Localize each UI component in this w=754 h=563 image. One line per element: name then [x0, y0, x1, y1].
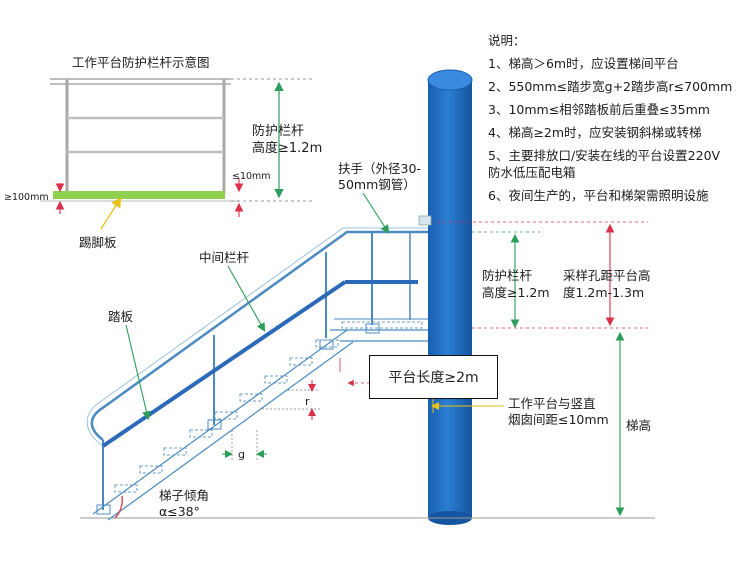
stair-treads: [114, 321, 423, 493]
stair-stringer: [92, 329, 348, 515]
angle-label-2: α≤38°: [159, 504, 200, 519]
tread-width-label: g: [238, 448, 245, 461]
inset-toe-board-label: 踢脚板: [79, 235, 117, 250]
note-line-5-cont: 防水低压配电箱: [488, 165, 576, 180]
stair-height-label: 梯高: [626, 418, 652, 433]
stair-handrail: [90, 230, 428, 441]
note-line-2: 2、550mm≤踏步宽g+2踏步高r≤700mm: [488, 79, 733, 94]
inset-guardrail-schematic: [40, 78, 312, 230]
handrail-pointer: [362, 192, 390, 234]
chimney-gap-label-2: 烟囱间距≤10mm: [508, 412, 609, 427]
chimney-gap-label: 工作平台与竖直: [508, 396, 596, 411]
inset-toe-pointer: [100, 196, 122, 230]
dimension-arrows: [114, 192, 648, 519]
tread-height-label: r: [305, 395, 310, 408]
notes-heading: 说明：: [488, 33, 526, 48]
sample-hole-label: 采样孔距平台高: [563, 268, 651, 283]
platform-length-label: 平台长度≥2m: [369, 355, 498, 399]
sample-hole-port: [418, 215, 432, 226]
inset-gap-label: ≤10mm: [232, 171, 271, 182]
mid-rail-pointer: [227, 265, 266, 332]
note-line-4: 4、梯高≥2m时，应安装钢斜梯或转梯: [488, 125, 702, 140]
tread-pointer: [125, 324, 151, 421]
handrail-label-2: 50mm钢管）: [338, 177, 416, 192]
tread-label: 踏板: [108, 309, 134, 324]
mid-rail-label: 中间栏杆: [199, 250, 250, 265]
angle-label: 梯子倾角: [159, 488, 210, 503]
inset-guardrail-label-2: 高度≥1.2m: [252, 141, 323, 156]
inset-board-height-label: ≥100mm: [4, 192, 49, 203]
note-line-3: 3、10mm≤相邻踏板前后重叠≤35mm: [488, 102, 710, 117]
note-line-6: 6、夜间生产的，平台和梯架需照明设施: [488, 188, 709, 203]
inset-title: 工作平台防护栏杆示意图: [72, 55, 210, 70]
note-line-5: 5、主要排放口/安装在线的平台设置220V: [488, 148, 721, 163]
inset-guardrail-label: 防护栏杆: [252, 124, 305, 139]
inset-toe-board: [53, 191, 225, 199]
handrail-label: 扶手（外径30-: [338, 161, 421, 176]
chimney: [418, 69, 473, 525]
platform-guardrail-label: 防护栏杆: [482, 268, 533, 283]
mid-rail: [101, 280, 347, 448]
platform-guardrail-label-2: 高度≥1.2m: [482, 285, 550, 300]
note-line-1: 1、梯高＞6m时，应设置梯间平台: [488, 56, 679, 71]
angle-arc: [114, 495, 123, 519]
sample-hole-label-2: 度1.2m-1.3m: [563, 285, 645, 300]
